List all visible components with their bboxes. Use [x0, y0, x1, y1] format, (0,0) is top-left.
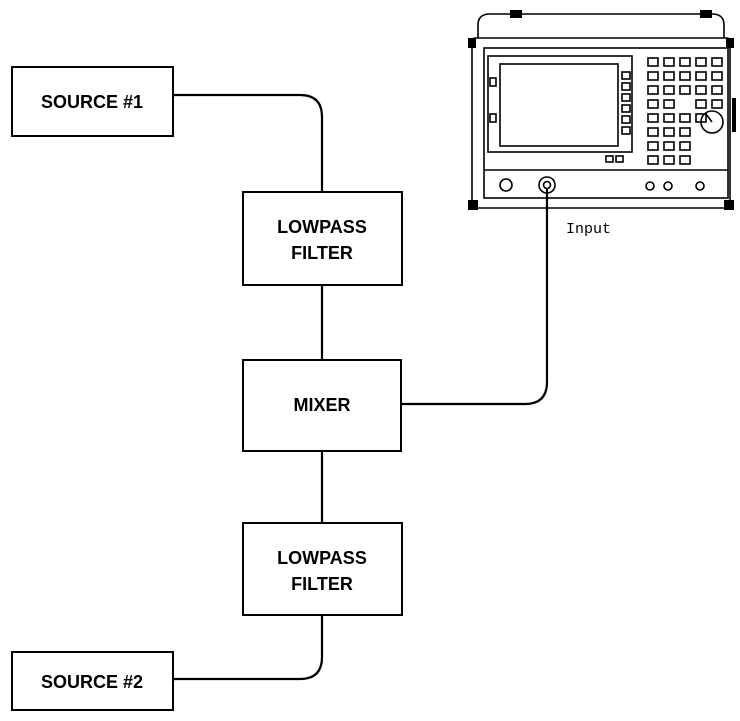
- lowpass-filter-bottom-block: LOWPASS FILTER: [242, 522, 403, 616]
- analyzer-input-label: Input: [566, 221, 611, 238]
- lowpass-filter-top-label-line2: FILTER: [291, 243, 353, 263]
- source-2-block: SOURCE #2: [11, 651, 174, 711]
- source-1-block: SOURCE #1: [11, 66, 174, 137]
- lowpass-filter-top-block: LOWPASS FILTER: [242, 191, 403, 286]
- source-2-label: SOURCE #2: [41, 672, 143, 692]
- lowpass-filter-top-label-line1: LOWPASS: [277, 217, 367, 237]
- wire-source1-to-lpf-top: [173, 93, 324, 192]
- spectrum-analyzer-icon: [468, 10, 736, 210]
- wire-lpf-bottom-to-source2: [173, 615, 324, 681]
- lowpass-filter-bottom-label-line1: LOWPASS: [277, 548, 367, 568]
- mixer-label: MIXER: [293, 395, 350, 415]
- mixer-block: MIXER: [242, 359, 402, 452]
- lowpass-filter-bottom-label-line2: FILTER: [291, 574, 353, 594]
- wire-mixer-to-analyzer-input: [401, 188, 549, 406]
- source-1-label: SOURCE #1: [41, 92, 143, 112]
